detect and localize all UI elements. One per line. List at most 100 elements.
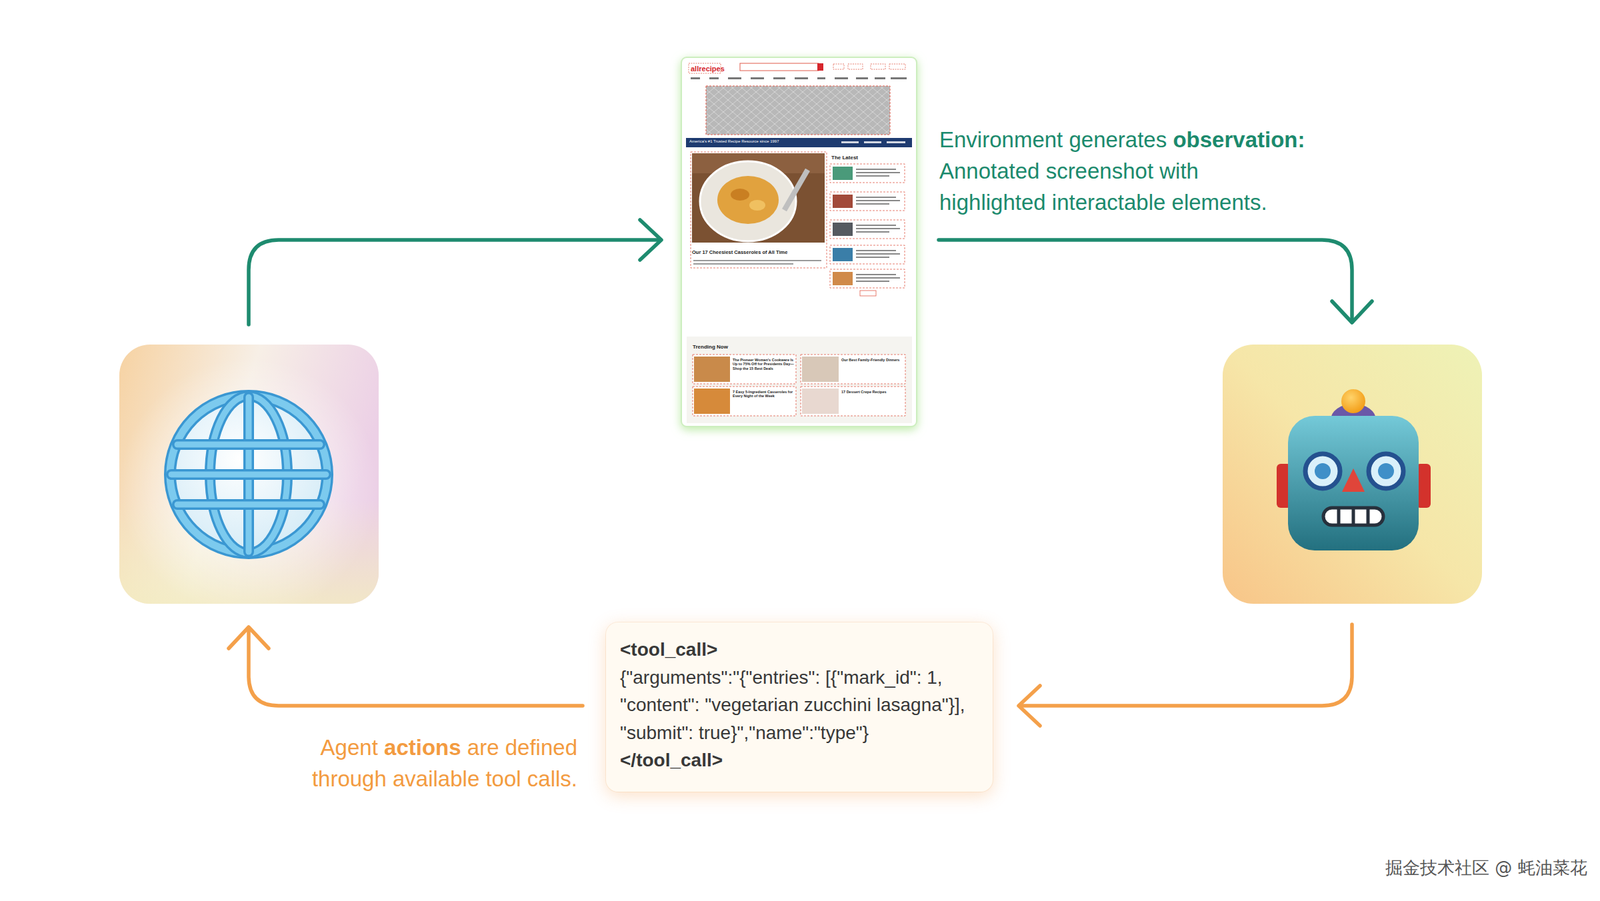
screenshot-frame-part bbox=[681, 57, 917, 427]
robot-icon-part bbox=[1314, 463, 1331, 480]
screenshot-latest-list-part bbox=[856, 172, 900, 174]
screenshot-latest-list-part bbox=[856, 168, 896, 170]
section-heading: The Latest bbox=[831, 154, 858, 161]
screenshot-header-part bbox=[728, 77, 742, 80]
robot-icon-part bbox=[1368, 454, 1404, 489]
robot-icon-part bbox=[1323, 508, 1384, 526]
robot-icon-part bbox=[1378, 463, 1394, 480]
screenshot-navy-band-part bbox=[686, 138, 912, 148]
site-logo: allrecipes bbox=[690, 64, 725, 74]
screenshot-hero-part bbox=[700, 161, 796, 242]
site-tagline: America's #1 Trusted Recipe Resource sin… bbox=[689, 139, 836, 144]
robot-icon-part bbox=[1341, 389, 1366, 414]
observation-caption: Environment generatesobservation:Annotat… bbox=[939, 124, 1340, 218]
robot-tile-part bbox=[1222, 344, 1482, 604]
screenshot-ad-banner-part bbox=[706, 86, 890, 135]
screenshot-header-part bbox=[817, 77, 826, 80]
globe-icon-part bbox=[170, 396, 328, 554]
observation-arrow-part bbox=[640, 220, 662, 260]
screenshot-header bbox=[688, 63, 907, 80]
robot-icon-part bbox=[1305, 454, 1340, 489]
caption-keyword: actions bbox=[384, 735, 462, 760]
action-arrow-part bbox=[1020, 624, 1352, 706]
globe-icon-part bbox=[171, 472, 326, 478]
screenshot-trending-part bbox=[800, 354, 906, 384]
globe-icon bbox=[170, 396, 328, 554]
screenshot-header-part bbox=[890, 77, 907, 80]
screenshot-header-part bbox=[889, 64, 906, 70]
screenshot-header-part bbox=[870, 64, 886, 70]
screenshot-latest-list-part bbox=[830, 269, 905, 288]
screenshot-header-part bbox=[740, 63, 819, 71]
screenshot-header-part bbox=[750, 77, 764, 80]
screenshot-hero-part bbox=[692, 153, 825, 243]
caption-text: Environment generates bbox=[939, 127, 1167, 152]
screenshot-trending-part bbox=[802, 388, 839, 414]
screenshot-latest-list-part bbox=[830, 245, 905, 264]
screenshot-trending-part bbox=[802, 356, 839, 382]
screenshot-latest-list-part bbox=[832, 194, 853, 208]
article-title: 7 Easy 5-Ingredient Casseroles for Every… bbox=[732, 390, 794, 399]
observation-arrow-part bbox=[1332, 301, 1372, 323]
globe-tile-part bbox=[119, 344, 379, 604]
globe-icon-part bbox=[177, 439, 320, 450]
screenshot-latest-list-part bbox=[856, 250, 896, 252]
screenshot-header-part bbox=[817, 63, 824, 71]
article-title: The Pioneer Woman's Cookware Is Up to 75… bbox=[732, 358, 794, 371]
screenshot-frame bbox=[681, 57, 917, 427]
screenshot-trending-part bbox=[694, 388, 730, 414]
tool-call-tag: </tool_call> bbox=[620, 746, 993, 775]
screenshot-latest-list-part bbox=[830, 192, 905, 211]
screenshot-header-part bbox=[794, 77, 808, 80]
globe-icon-part bbox=[171, 469, 326, 480]
screenshot-hero-part bbox=[693, 263, 794, 265]
observation-arrow-part bbox=[938, 240, 1352, 322]
article-title: 17 Dessert Crepe Recipes bbox=[841, 390, 903, 394]
section-heading: Trending Now bbox=[692, 344, 728, 350]
globe-icon-part bbox=[177, 502, 320, 508]
tool-call-box: <tool_call>{"arguments":"{"entries": [{"… bbox=[606, 622, 993, 792]
globe-tile bbox=[119, 344, 379, 604]
robot-icon bbox=[1276, 389, 1431, 551]
screenshot-header-part bbox=[709, 77, 719, 80]
tool-call-tag: <tool_call> bbox=[620, 636, 993, 664]
globe-icon-part bbox=[177, 499, 320, 510]
robot-icon-part bbox=[1288, 416, 1419, 551]
article-title: Our Best Family-Friendly Dinners bbox=[841, 358, 903, 362]
screenshot-header-part bbox=[874, 77, 886, 80]
screenshot-trending-part bbox=[686, 336, 912, 424]
screenshot-latest-list-part bbox=[856, 231, 890, 233]
caption-keyword: observation: bbox=[1172, 127, 1305, 152]
robot-icon-part bbox=[1352, 509, 1356, 524]
screenshot-latest-list-part bbox=[856, 224, 896, 226]
article-title: Our 17 Cheesiest Casseroles of All Time bbox=[692, 250, 826, 256]
screenshot-navy-band bbox=[686, 138, 912, 148]
screenshot-trending-part bbox=[800, 386, 906, 416]
caption-text: Agent bbox=[320, 735, 378, 760]
screenshot-trending-part bbox=[692, 354, 796, 384]
screenshot-latest-list-part bbox=[856, 277, 900, 279]
screenshot-trending-part bbox=[692, 386, 796, 416]
screenshot-latest-list-part bbox=[860, 290, 876, 296]
screenshot-navy-band-part bbox=[886, 141, 906, 144]
screenshot-header-part bbox=[856, 77, 868, 80]
screenshot-latest-list-part bbox=[856, 203, 890, 205]
globe-tile-part bbox=[119, 344, 379, 604]
screenshot-latest-list-part bbox=[856, 196, 896, 198]
screenshot-hero-part bbox=[749, 200, 766, 211]
screenshot-latest-list-part bbox=[856, 256, 890, 258]
screenshot-latest-list-part bbox=[856, 228, 900, 230]
screenshot-header-part bbox=[833, 64, 844, 70]
screenshot-latest-list-part bbox=[856, 253, 900, 255]
screenshot-hero-part bbox=[690, 152, 827, 268]
screenshot-hero-part bbox=[717, 176, 779, 224]
globe-tile-part bbox=[119, 344, 379, 604]
watermark: 掘金技术社区 @ 蚝油菜花 bbox=[1385, 858, 1588, 879]
screenshot-hero-part bbox=[782, 168, 810, 212]
screenshot-latest-list-part bbox=[832, 222, 853, 236]
robot-icon-part bbox=[1337, 509, 1341, 524]
screenshot-latest-list-part bbox=[856, 175, 890, 177]
screenshot-navy-band-part bbox=[841, 141, 859, 144]
screenshot-latest-list-part bbox=[832, 248, 853, 262]
screenshot-header-part bbox=[848, 64, 863, 70]
